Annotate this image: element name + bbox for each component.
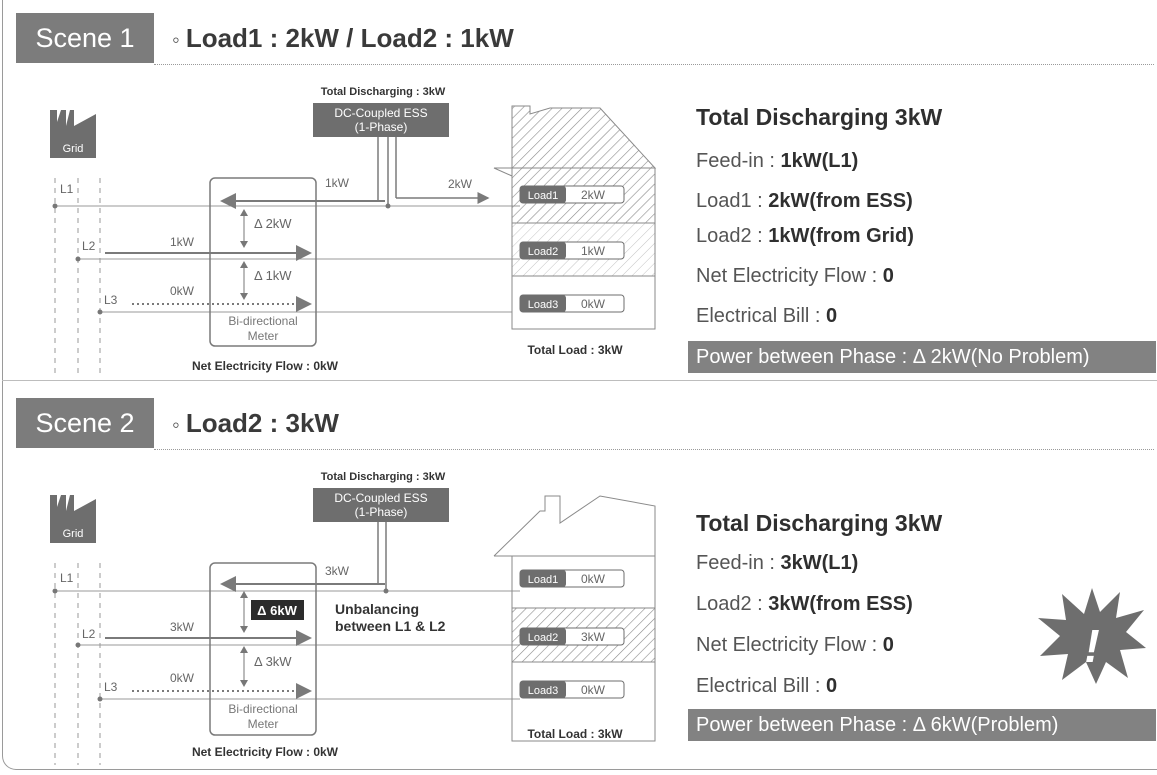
scene2-total-load: Total Load : 3kW: [527, 727, 623, 741]
scene2-panel-bill: Electrical Bill : 0: [696, 675, 838, 697]
scene2-unbalance-line2: between L1 & L2: [335, 618, 446, 634]
scene1-flow-l3: 0kW: [170, 284, 195, 298]
scene2-title: ◦Load2 : 3kW: [172, 398, 339, 448]
scene1-diagram: Grid L1 L2 L3 Bi-directional Meter 1kW 1…: [50, 86, 657, 376]
scene2-l3-label: L3: [104, 680, 118, 694]
scene1-delta-23: Δ 1kW: [254, 268, 292, 283]
scene1-ess-line2: (1-Phase): [355, 120, 408, 134]
scene2-unbalance-line1: Unbalancing: [335, 601, 419, 617]
scene1-panel-feedin: Feed-in : 1kW(L1): [696, 150, 859, 172]
factory-grid-icon: Grid: [50, 495, 96, 543]
scene2-tab: Scene 2: [16, 398, 154, 448]
scene1-total-load: Total Load : 3kW: [527, 343, 623, 357]
scene2-l1-label: L1: [60, 571, 74, 585]
scene1-meter-box: [209, 177, 317, 347]
warning-burst-icon: !: [1038, 588, 1146, 684]
scene1-phase-bar: Power between Phase : Δ 2kW(No Problem): [688, 341, 1156, 373]
scene1-load2-badge: Load2 1kW: [519, 241, 625, 260]
scene2-ess-box: [313, 488, 449, 522]
scene1-panel-title: Total Discharging 3kW: [696, 104, 943, 130]
scene1-panel-bill: Electrical Bill : 0: [696, 305, 838, 327]
scene2-diagram: Grid L1 L2 L3 Bi-directional Meter 3kW 3…: [50, 471, 656, 765]
scene2-load2-value: 3kW: [581, 630, 606, 644]
scene1-load1-label: Load1: [528, 190, 559, 202]
scene2-l2-label: L2: [82, 627, 96, 641]
scene2-flow-l1-left: 3kW: [325, 564, 350, 578]
scene2-bullet: ◦: [172, 412, 180, 437]
scene2-meter-line1: Bi-directional: [228, 702, 297, 716]
scene2-panel-feedin: Feed-in : 3kW(L1): [696, 552, 859, 574]
scene2-panel-net: Net Electricity Flow : 0: [696, 634, 894, 656]
scene2-flow-l2: 3kW: [170, 620, 195, 634]
scene2-load1-badge: Load1 0kW: [519, 569, 625, 588]
scene1-flow-l1-right: 2kW: [448, 177, 473, 191]
scene1-tab: Scene 1: [16, 13, 154, 63]
scene1-bullet: ◦: [172, 27, 180, 52]
scene1-flow-l1-left: 1kW: [325, 176, 350, 190]
scene1-load1-value: 2kW: [581, 188, 606, 202]
scene2-load3-label: Load3: [528, 685, 559, 697]
scene1-load2-label: Load2: [528, 246, 559, 258]
scene1-load3-badge: Load3 0kW: [519, 294, 625, 313]
scene1-load3-label: Load3: [528, 299, 559, 311]
scene1-ess-line1: DC-Coupled ESS: [334, 106, 427, 120]
scene1-panel-load2: Load2 : 1kW(from Grid): [696, 225, 914, 247]
scene1-delta-12: Δ 2kW: [254, 216, 292, 231]
scene1-meter-line1: Bi-directional: [228, 314, 297, 328]
scene2-ess-caption: Total Discharging : 3kW: [321, 471, 446, 483]
scene2-grid-label: Grid: [63, 528, 84, 540]
warning-mark: !: [1084, 620, 1099, 672]
scene1-l3-label: L3: [104, 293, 118, 307]
scene2-load2-badge: Load2 3kW: [519, 627, 625, 646]
scene2-phase-bar: Power between Phase : Δ 6kW(Problem): [688, 709, 1156, 741]
scene1-load2-value: 1kW: [581, 244, 606, 258]
scene1-title-text: Load1 : 2kW / Load2 : 1kW: [185, 23, 514, 53]
scene1-title-divider: [154, 64, 1154, 65]
scene2-load2-label: Load2: [528, 632, 559, 644]
scene1-load3-value: 0kW: [581, 297, 606, 311]
scene2-ess-line1: DC-Coupled ESS: [334, 491, 427, 505]
scene2-load3-badge: Load3 0kW: [519, 680, 625, 699]
scene2-ess-line2: (1-Phase): [355, 505, 408, 519]
scene1-l2-label: L2: [82, 239, 96, 253]
scene2-panel-load2: Load2 : 3kW(from ESS): [696, 593, 913, 615]
scene2-load1-value: 0kW: [581, 572, 606, 586]
house-icon: [493, 495, 656, 742]
scene2-load3-value: 0kW: [581, 683, 606, 697]
scene2-panel-title: Total Discharging 3kW: [696, 510, 943, 536]
scene2-flow-l3: 0kW: [170, 671, 195, 685]
scene1-panel-net: Net Electricity Flow : 0: [696, 265, 894, 287]
scene1-ess-box: [313, 103, 449, 137]
scene2-meter-line2: Meter: [248, 717, 279, 731]
scene-divider: [2, 380, 1157, 381]
scene2-title-text: Load2 : 3kW: [185, 408, 339, 438]
scene1-grid-label: Grid: [63, 143, 84, 155]
scene1-load1-badge: Load1 2kW: [519, 185, 625, 204]
scene2-load1-label: Load1: [528, 574, 559, 586]
scene2-delta-23: Δ 3kW: [254, 654, 292, 669]
scene2-delta-12: Δ 6kW: [257, 603, 297, 618]
scene2-meter-box: [209, 562, 317, 736]
scene1-l1-label: L1: [60, 182, 74, 196]
factory-grid-icon: Grid: [50, 110, 96, 158]
scene1-panel-load1: Load1 : 2kW(from ESS): [696, 190, 913, 212]
scene1-flow-l2: 1kW: [170, 235, 195, 249]
scene2-title-divider: [154, 449, 1154, 450]
scene1-title: ◦Load1 : 2kW / Load2 : 1kW: [172, 13, 514, 63]
scene1-net-caption: Net Electricity Flow : 0kW: [192, 359, 339, 373]
scene2-net-caption: Net Electricity Flow : 0kW: [192, 745, 339, 759]
scene1-ess-caption: Total Discharging : 3kW: [321, 86, 446, 98]
scene1-meter-line2: Meter: [248, 329, 279, 343]
scene2-delta12-highlight: [251, 600, 304, 620]
